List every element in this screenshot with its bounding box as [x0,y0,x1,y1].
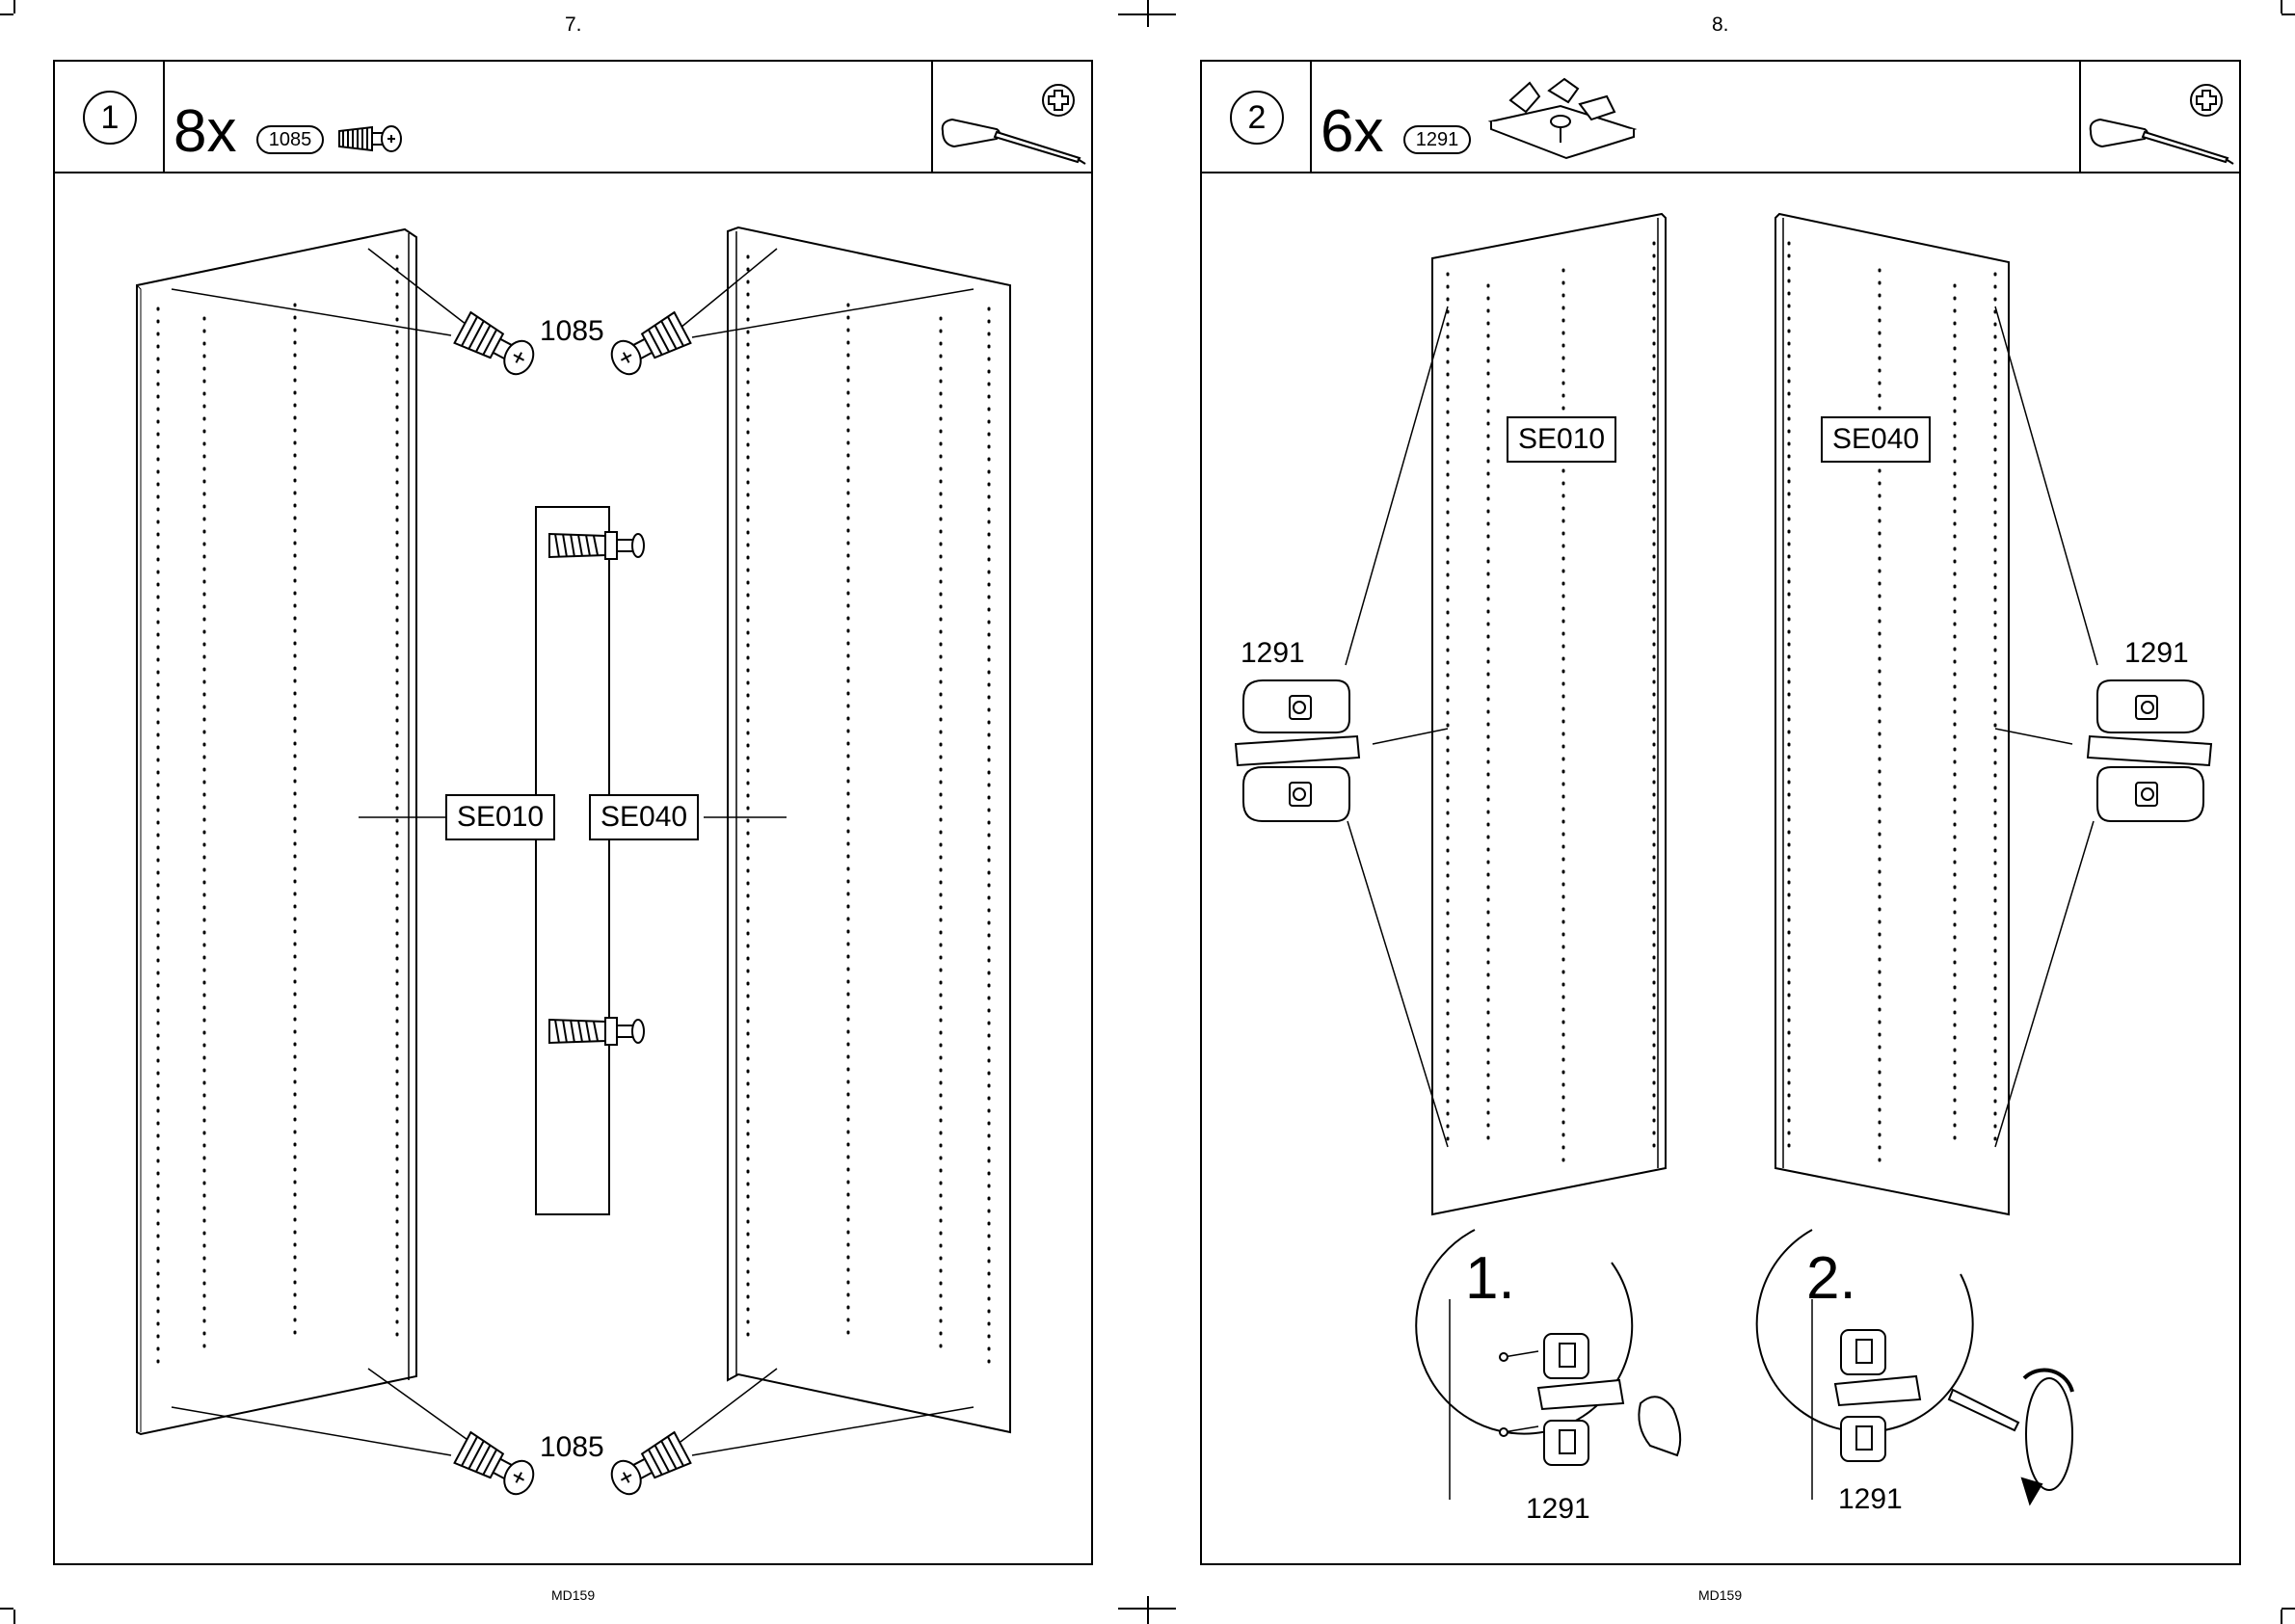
callout-part-1291-detail-2: 1291 [1838,1484,1903,1515]
callout-part-1291-right: 1291 [2124,638,2189,669]
hinge-plate-icon [1236,680,2211,821]
sub-step-1-label: 1. [1465,1249,1515,1309]
callout-part-1291-left: 1291 [1241,638,1305,669]
panel-se010 [1432,214,1666,1214]
panel-label-se010-right: SE010 [1507,416,1616,463]
detail-circle-2 [1757,1230,2072,1504]
detail-circle-1 [1416,1230,1680,1500]
callout-part-1291-detail-1: 1291 [1526,1494,1590,1525]
panel-se040 [1775,214,2009,1214]
panel-label-se040-right: SE040 [1821,416,1931,463]
sub-step-2-label: 2. [1806,1249,1856,1309]
